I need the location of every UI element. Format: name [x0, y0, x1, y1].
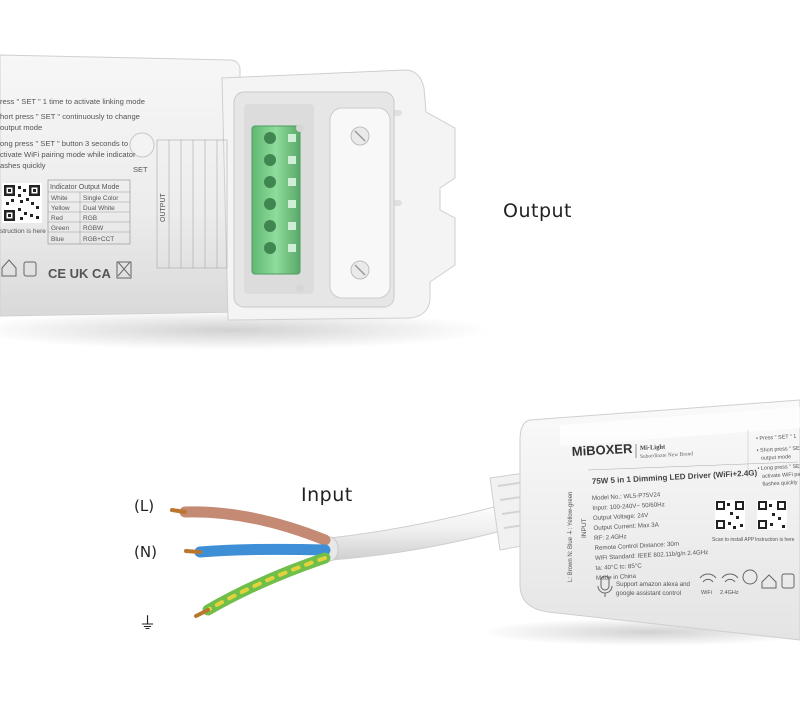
set-label: SET [133, 165, 148, 174]
wire-legend: L: Brown N: Blue ⏚: Yellow-green [567, 492, 574, 582]
band-label: 2.4GHz [720, 590, 739, 596]
output-pin-grid [156, 139, 228, 269]
side-note: activate WiFi pairing [762, 471, 800, 480]
terminal-cover [329, 107, 391, 299]
qr-caption-app: Scan to install APP [712, 537, 755, 543]
sub-brand-note: Subordinate New Brand [640, 451, 694, 460]
compliance-icons [1, 259, 132, 279]
side-note: flashes quickly [762, 480, 798, 488]
table-cell: Yellow [51, 205, 70, 212]
spec-line: Made in China [596, 573, 637, 582]
top-device-text: ress " SET " 1 time to activate linking … [0, 97, 167, 281]
table-cell: RGBW [83, 225, 104, 232]
output-callout: Output [503, 200, 572, 222]
spec-line: Output Voltage: 24V [593, 512, 650, 522]
cert-marks: CE UK CA [48, 266, 111, 281]
spec-line: Model No.: WL5-P75V24 [592, 491, 661, 502]
sub-brand: Mi·Light [640, 444, 666, 452]
bottom-icon-row [597, 569, 795, 597]
side-note: • Long press " SET " [757, 463, 800, 472]
instruction-line: ashes quickly [0, 161, 46, 170]
table-cell: RGB+CCT [83, 236, 114, 243]
table-title: Indicator Output Mode [50, 184, 119, 191]
spec-line: Input: 100-240V~ 50/60Hz [592, 501, 665, 512]
table-cell: Dual White [83, 205, 115, 212]
neutral-wire-label: (N) [134, 543, 157, 561]
table-cell: Red [51, 215, 63, 222]
side-note: • Press " SET " 1 [756, 434, 797, 442]
table-cell: Blue [51, 236, 64, 243]
wire-brown [179, 506, 331, 546]
input-callout: Input [301, 484, 353, 506]
live-wire-label: (L) [134, 497, 155, 515]
table-cell: Single Color [83, 195, 119, 202]
bottom-qr-code-app [715, 500, 745, 530]
top-device-shadow [0, 310, 490, 350]
voice-note: Support amazon alexa and [616, 581, 691, 588]
voice-note: google assistant control [616, 590, 681, 597]
side-note: output mode [761, 454, 791, 462]
output-label: OUTPUT [160, 193, 167, 223]
qr-caption: struction is here [0, 228, 46, 235]
table-cell: White [51, 195, 68, 202]
top-qr-code [2, 183, 42, 223]
brand-logo: MiBOXER [571, 441, 633, 459]
wire-blue [194, 543, 331, 558]
instruction-line: output mode [0, 123, 42, 132]
spec-line: Remote Control Distance: 30m [594, 541, 679, 552]
instruction-line: ress " SET " 1 time to activate linking … [0, 97, 145, 106]
input-label: INPUT [581, 518, 588, 538]
indicator-table [47, 179, 131, 245]
instruction-line: hort press " SET " continuously to chang… [0, 112, 140, 121]
bottom-qr-code-manual [757, 500, 787, 530]
spec-line: Output Current: Max 3A [593, 522, 659, 532]
spec-line: ta: 40°C tc: 85°C [595, 562, 642, 571]
side-note: • Short press " SET " [757, 445, 800, 454]
bottom-device [519, 399, 800, 641]
instruction-line: ctivate WiFi pairing mode while indicato… [0, 150, 136, 159]
table-cell: Green [51, 225, 69, 232]
spec-line: RF: 2.4GHz [594, 533, 627, 542]
top-device [0, 54, 456, 321]
qr-caption-manual: Instruction is here [755, 537, 795, 543]
wifi-label: WiFi [701, 590, 712, 596]
table-cell: RGB [83, 215, 97, 222]
instruction-line: ong press " SET " button 3 seconds to [0, 139, 128, 148]
earth-icon: ⏚ [139, 614, 156, 634]
set-button [129, 132, 155, 158]
bottom-device-text: MiBOXER Mi·Light Subordinate New Brand 7… [567, 434, 800, 597]
wires [170, 506, 331, 618]
